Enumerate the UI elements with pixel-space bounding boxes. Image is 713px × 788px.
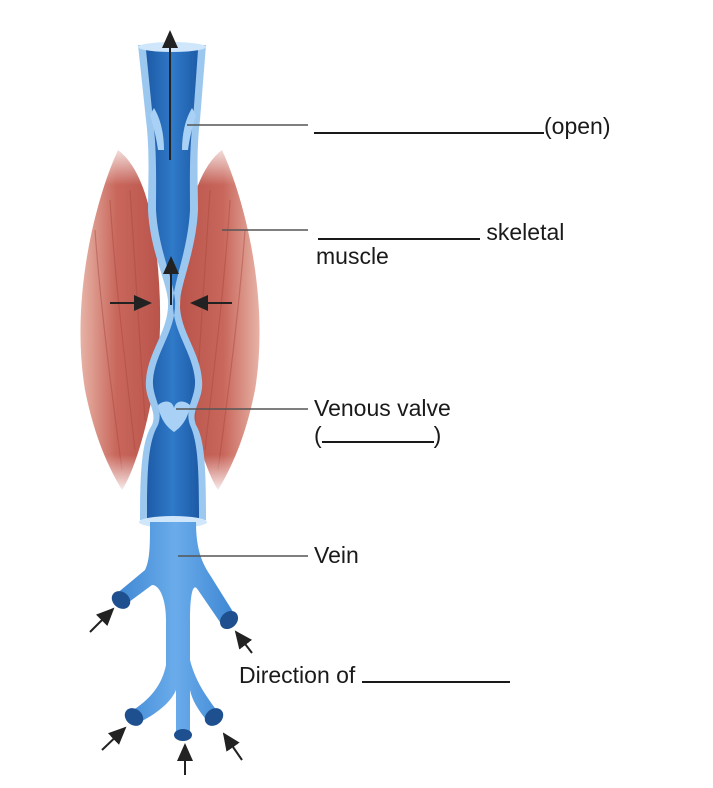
blank-muscle-action[interactable] xyxy=(318,218,480,240)
flow-arrows xyxy=(89,30,253,775)
label-valve-open: (open) xyxy=(314,112,610,138)
muscle-word-muscle: muscle xyxy=(316,243,389,269)
venous-valve-close-paren: ) xyxy=(433,422,442,448)
inflow-arrow-5 xyxy=(222,732,243,761)
vein-text: Vein xyxy=(314,542,359,568)
leader-lines xyxy=(176,124,308,557)
label-skeletal-muscle: skeletal xyxy=(318,218,564,244)
inflow-arrow-2 xyxy=(234,630,253,654)
vein-branches xyxy=(111,522,239,741)
muscle-word-skeletal: skeletal xyxy=(486,219,565,245)
blank-valve-open[interactable] xyxy=(314,112,544,134)
label-venous-valve: Venous valve xyxy=(314,396,451,420)
blank-venous-valve-state[interactable] xyxy=(321,421,434,443)
venous-valve-text: Venous valve xyxy=(314,395,451,421)
direction-text: Direction of xyxy=(239,662,356,688)
label-venous-valve-blank: () xyxy=(314,421,441,447)
inflow-arrow-3 xyxy=(101,726,127,751)
venous-valve-open-paren: ( xyxy=(314,422,322,448)
label-muscle-word: muscle xyxy=(316,244,389,268)
label-direction: Direction of xyxy=(239,661,510,687)
inflow-arrow-1 xyxy=(89,607,115,633)
blank-direction[interactable] xyxy=(361,661,510,683)
skeletal-muscle-right xyxy=(179,140,260,495)
valve-open-suffix: (open) xyxy=(544,113,611,139)
label-vein: Vein xyxy=(314,543,359,567)
